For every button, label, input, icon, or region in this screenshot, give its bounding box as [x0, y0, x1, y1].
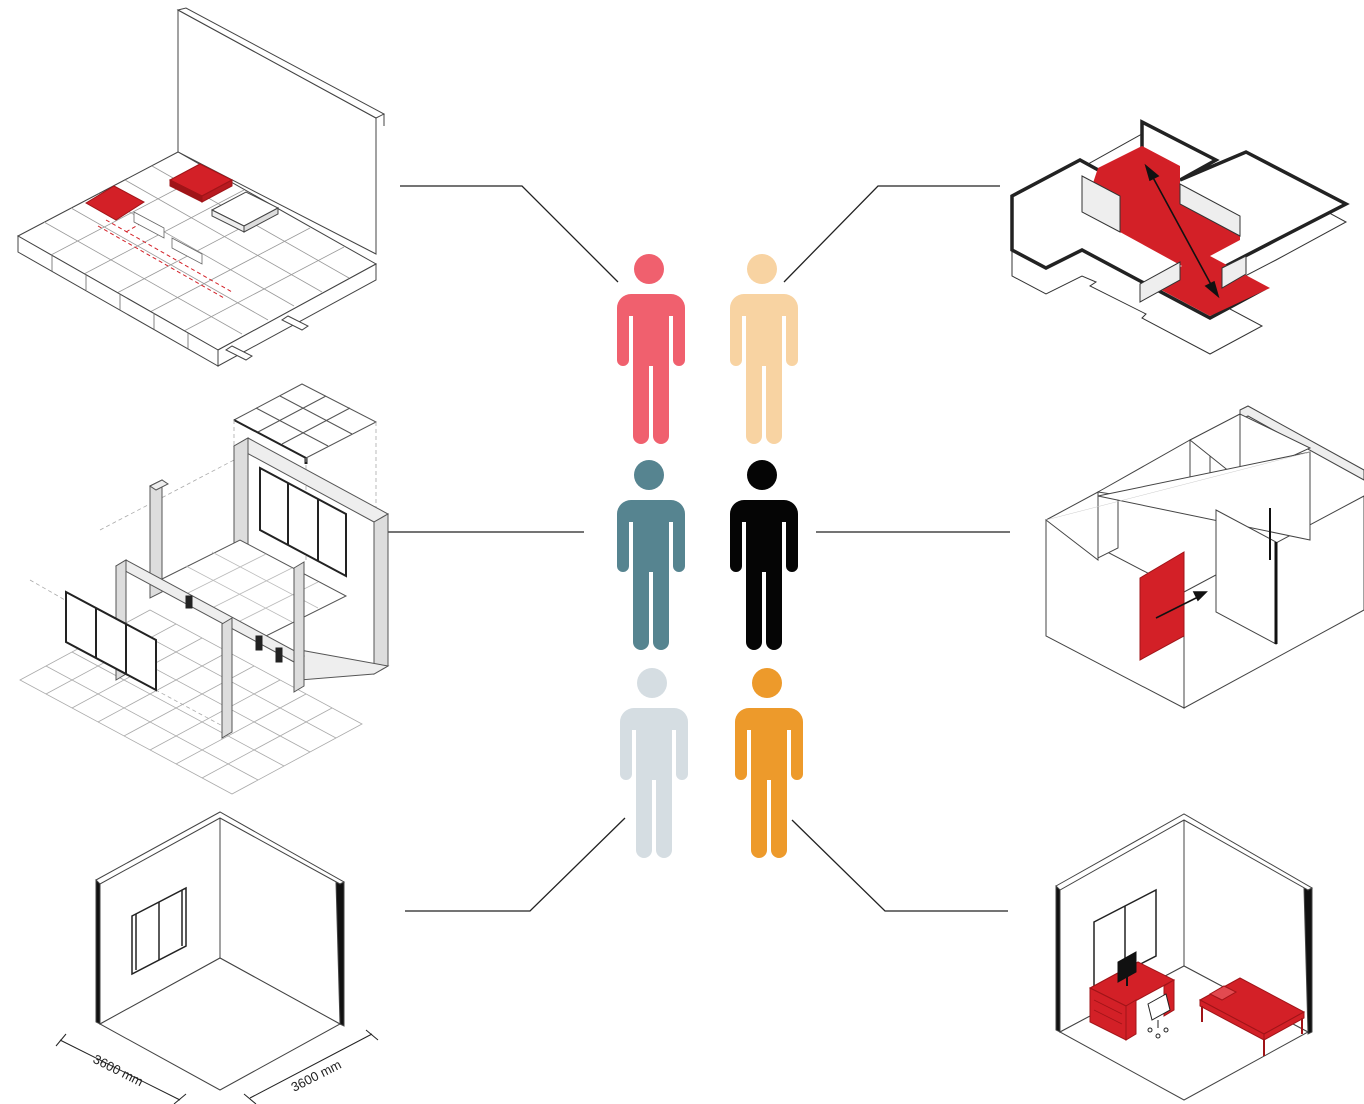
monitor-icon: [1117, 951, 1137, 986]
person-light-gray-icon: [620, 668, 688, 858]
room-depth-label: 3600 mm: [289, 1057, 344, 1095]
sliding-window-panel: [65, 590, 157, 692]
room-window: [131, 886, 187, 976]
circulation-plan-diagram: [1010, 119, 1350, 355]
ceiling-grid: [232, 383, 378, 464]
connector-top-right: [783, 185, 1000, 283]
office-chair-icon: [1147, 993, 1171, 1039]
person-orange-icon: [735, 668, 803, 858]
people-group: [617, 254, 803, 858]
floor-side-face: [217, 263, 377, 367]
circulation-arrow-icon: [1144, 163, 1220, 299]
floor-platform-diagram: [16, 7, 386, 367]
red-door: [1139, 551, 1185, 661]
room-width-label: 3600 mm: [91, 1051, 146, 1089]
door-swing-arrow-icon: [1155, 591, 1208, 619]
connector-lines: [388, 185, 1010, 912]
connector-bottom-right: [791, 819, 1008, 912]
furnished-room-diagram: [1055, 813, 1314, 1101]
connector-bottom-left: [405, 817, 626, 912]
person-black-icon: [730, 460, 798, 650]
empty-room-diagram: 3600 mm 3600 mm: [55, 811, 379, 1104]
connector-top-left: [400, 185, 619, 283]
person-pink-icon: [617, 254, 685, 444]
exploded-module-diagram: [19, 383, 390, 795]
person-teal-icon: [617, 460, 685, 650]
red-floor-panel-left: [85, 185, 145, 221]
red-bed: [1198, 977, 1306, 1041]
room-dimension-lines: [55, 1029, 379, 1104]
partition-walls-diagram: [1045, 405, 1364, 709]
person-peach-icon: [730, 254, 798, 444]
